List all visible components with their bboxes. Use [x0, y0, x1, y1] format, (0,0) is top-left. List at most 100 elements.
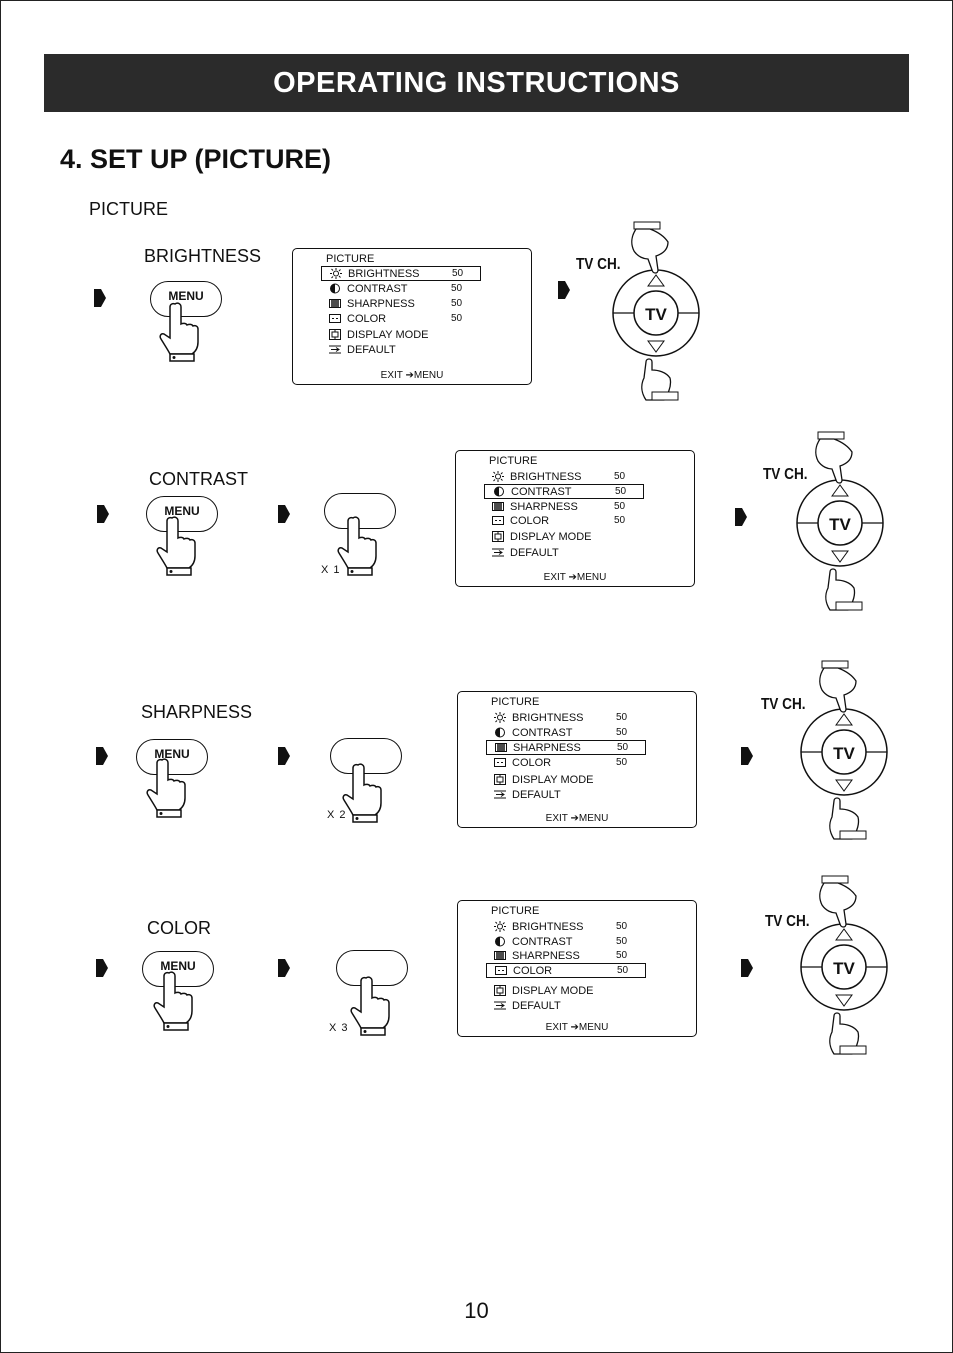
- osd-exit-hint: EXIT ➔MENU: [380, 370, 444, 381]
- arrow-right-icon: ➔: [405, 370, 414, 381]
- step-3-icon: [741, 959, 753, 977]
- svg-text:TV: TV: [833, 959, 855, 978]
- press-count: X 3: [329, 1022, 349, 1034]
- display-mode-icon: [494, 774, 506, 785]
- osd-exit-hint: EXIT ➔MENU: [545, 813, 609, 824]
- row-label-sharpness: SHARPNESS: [141, 702, 253, 722]
- display-mode-icon: [329, 329, 341, 340]
- osd-item-default[interactable]: DEFAULT: [486, 999, 646, 1014]
- menu-button[interactable]: MENU: [150, 281, 222, 317]
- pressing-hand-icon: [342, 763, 382, 823]
- step-2-icon: [558, 281, 570, 299]
- osd-item-default[interactable]: DEFAULT: [321, 343, 481, 358]
- step-2-icon: [278, 959, 290, 977]
- tv-channel-dial[interactable]: TV: [790, 430, 890, 614]
- pressing-hand-icon: [337, 516, 377, 576]
- tv-ch-label: TV CH.: [765, 913, 810, 930]
- color-icon: [495, 966, 507, 975]
- press-count: X 2: [327, 809, 347, 821]
- display-mode-icon: [494, 985, 506, 996]
- row-label-brightness: BRIGHTNESS: [144, 246, 262, 266]
- sun-icon: [492, 471, 504, 482]
- tv-channel-dial[interactable]: TV: [794, 874, 894, 1058]
- arrow-right-icon: ➔: [570, 1022, 579, 1033]
- arrow-right-icon: ➔: [570, 813, 579, 824]
- osd-title: PICTURE: [491, 696, 540, 708]
- press-count: X 1: [321, 564, 341, 576]
- arrow-right-icon: ➔: [568, 572, 577, 583]
- pressing-hand-icon: [146, 758, 186, 818]
- section-title: 4. SET UP (PICTURE): [60, 144, 332, 174]
- svg-text:TV: TV: [833, 744, 855, 763]
- page-number: 10: [464, 1298, 489, 1323]
- contrast-icon: [495, 727, 505, 738]
- step-3-icon: [741, 747, 753, 765]
- step-1-icon: [96, 747, 108, 765]
- blank-button[interactable]: [330, 738, 402, 774]
- osd-title: PICTURE: [491, 905, 540, 917]
- osd-item-display-mode[interactable]: DISPLAY MODE: [486, 984, 646, 999]
- svg-text:TV: TV: [829, 515, 851, 534]
- sharpness-icon: [494, 951, 506, 960]
- contrast-icon: [494, 486, 504, 497]
- menu-button[interactable]: MENU: [146, 496, 218, 532]
- osd-title: PICTURE: [326, 253, 375, 265]
- row-label-contrast: CONTRAST: [149, 469, 248, 489]
- pressing-hand-icon: [156, 516, 196, 576]
- default-icon: [329, 345, 341, 354]
- osd-exit-hint: EXIT ➔MENU: [543, 572, 607, 583]
- menu-button[interactable]: MENU: [136, 739, 208, 775]
- osd-title: PICTURE: [489, 455, 538, 467]
- osd-exit-hint: EXIT ➔MENU: [545, 1022, 609, 1033]
- display-mode-icon: [492, 531, 504, 542]
- tv-ch-label: TV CH.: [761, 696, 806, 713]
- step-2-icon: [278, 747, 290, 765]
- sharpness-icon: [492, 502, 504, 511]
- sharpness-icon: [329, 299, 341, 308]
- tv-ch-label: TV CH.: [576, 256, 621, 273]
- osd-item-display-mode[interactable]: DISPLAY MODE: [321, 328, 481, 343]
- menu-button[interactable]: MENU: [142, 951, 214, 987]
- blank-button[interactable]: [324, 493, 396, 529]
- osd-item-display-mode[interactable]: DISPLAY MODE: [484, 530, 644, 545]
- step-1-icon: [96, 959, 108, 977]
- pressing-hand-icon: [350, 976, 390, 1036]
- color-icon: [494, 758, 506, 767]
- tv-ch-label: TV CH.: [763, 466, 808, 483]
- step-2-icon: [278, 505, 290, 523]
- pressing-hand-icon: [153, 971, 193, 1031]
- tv-channel-dial[interactable]: TV: [794, 659, 894, 843]
- default-icon: [494, 1001, 506, 1010]
- sharpness-icon: [495, 743, 507, 752]
- svg-text:TV: TV: [645, 305, 667, 324]
- osd-item-display-mode[interactable]: DISPLAY MODE: [486, 773, 646, 788]
- contrast-icon: [495, 936, 505, 947]
- tv-channel-dial[interactable]: TV: [606, 220, 706, 404]
- default-icon: [492, 548, 504, 557]
- sun-icon: [494, 712, 506, 723]
- osd-item-default[interactable]: DEFAULT: [486, 788, 646, 803]
- contrast-icon: [330, 283, 340, 294]
- sun-icon: [494, 921, 506, 932]
- osd-item-default[interactable]: DEFAULT: [484, 546, 644, 561]
